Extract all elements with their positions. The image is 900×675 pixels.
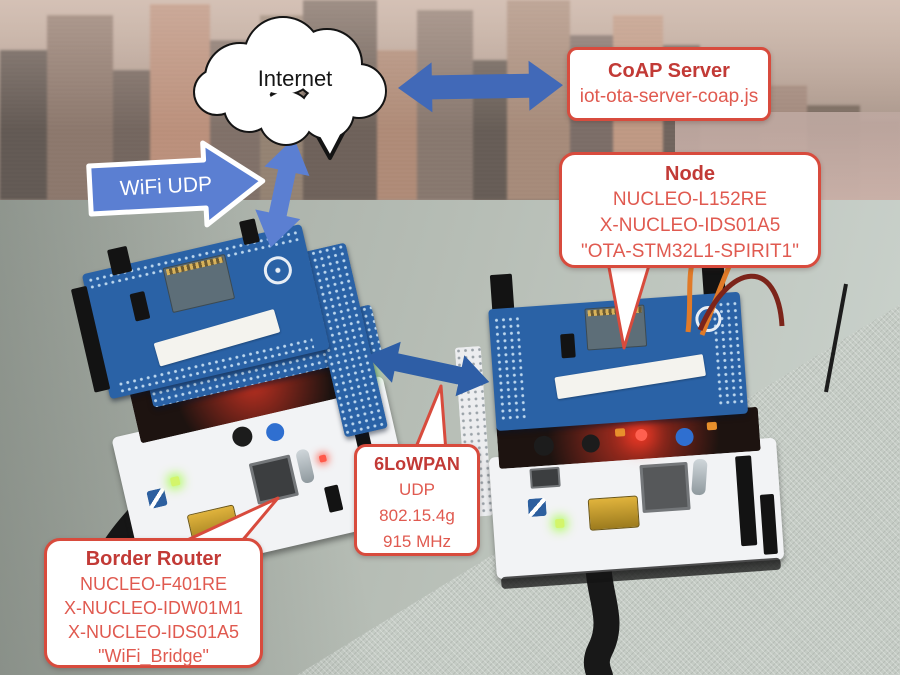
node-callout: Node NUCLEO-L152RE X-NUCLEO-IDS01A5 "OTA… [559,152,821,268]
node-line: X-NUCLEO-IDS01A5 [599,215,781,236]
internet-coap-arrow [398,60,563,113]
border-router-line: X-NUCLEO-IDW01M1 [63,598,244,618]
node-line: "OTA-STM32L1-SPIRIT1" [581,241,799,262]
maroon-wire-loop [697,273,785,331]
internet-label: Internet [257,66,333,91]
coap-server-script: iot-ota-server-coap.js [579,86,759,107]
coap-server-title: CoAP Server [608,60,730,82]
board-link-arrow [367,341,490,397]
border-router-callout: Border Router NUCLEO-F401RE X-NUCLEO-IDW… [44,538,263,668]
border-router-line: X-NUCLEO-IDS01A5 [67,622,240,642]
border-router-line: "WiFi_Bridge" [98,646,209,666]
cloud-to-board-arrow [255,138,310,248]
border-router-line: NUCLEO-F401RE [79,574,228,594]
node-title: Node [665,163,715,185]
lowpan-title: 6LoWPAN [374,454,460,474]
building [376,50,417,200]
wifi-udp-arrow [86,140,266,228]
border-router-title: Border Router [85,548,222,570]
building [0,50,47,200]
node-line: NUCLEO-L152RE [612,189,768,210]
black-jumper-wire [824,283,848,393]
lowpan-line: UDP [399,480,435,499]
lowpan-line: 802.15.4g [379,506,455,525]
lowpan-line: 915 MHz [382,532,452,551]
lowpan-callout-tail [412,384,448,454]
lowpan-callout: 6LoWPAN UDP 802.15.4g 915 MHz [354,444,480,556]
coap-server-callout: CoAP Server iot-ota-server-coap.js [567,47,771,121]
node-callout-tail [606,260,652,350]
internet-cloud [193,16,387,160]
